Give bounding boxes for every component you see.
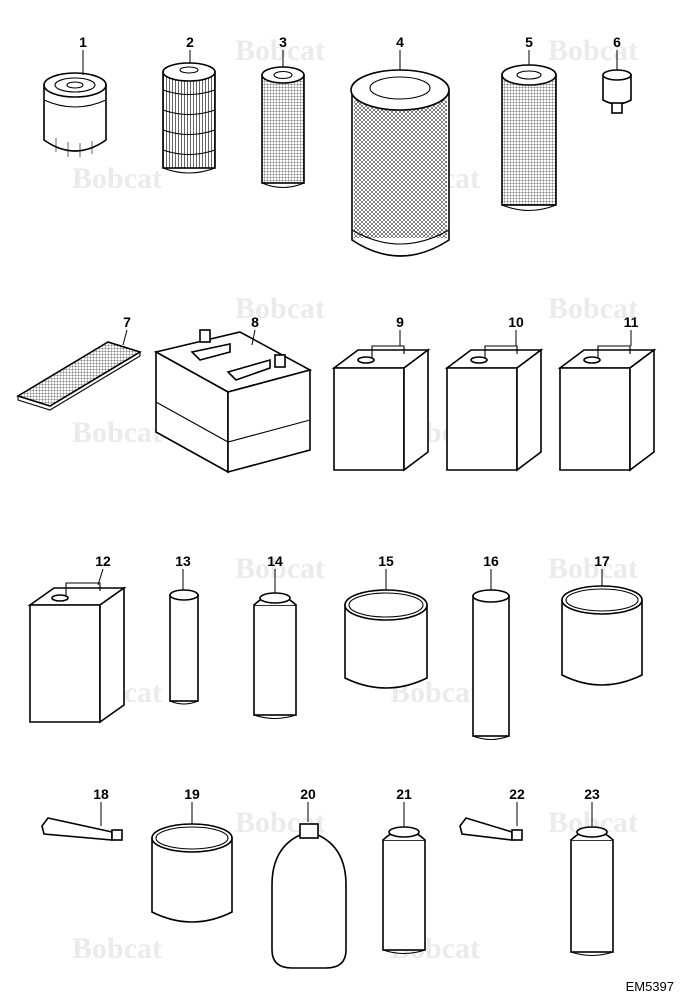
part-8-battery [153,329,313,474]
part-12-oil-can [27,582,127,724]
watermark-text: Bobcat [235,34,325,67]
part-16-grease-cartridge [472,589,510,741]
part-18-tube [41,817,123,841]
leader-lines [82,50,632,827]
callout-2: 2 [186,34,194,50]
callout-1: 1 [79,34,87,50]
part-1-oil-filter [43,72,107,157]
watermark-text: Bobcat [72,162,162,195]
part-11-oil-can [557,345,657,472]
callout-19: 19 [184,786,200,802]
part-6-inline-filter [602,69,632,114]
callout-16: 16 [483,553,499,569]
callout-9: 9 [396,314,404,330]
part-4-air-filter [350,69,450,257]
part-9-oil-can [331,345,431,472]
callout-17: 17 [594,553,610,569]
part-5-filter-element [501,64,557,212]
callout-numbers: 1 2 3 4 5 6 7 8 9 10 11 12 13 14 15 16 1… [79,34,639,802]
part-17-tin [561,585,643,686]
callout-21: 21 [396,786,412,802]
watermark-text: Bobcat [235,292,325,325]
callout-13: 13 [175,553,191,569]
watermark-text: Bobcat [72,416,162,449]
callout-10: 10 [508,314,524,330]
callout-23: 23 [584,786,600,802]
part-23-spray-can [570,826,614,957]
watermark-text: Bobcat [72,932,162,965]
drawing-reference: EM5397 [625,979,674,994]
callout-11: 11 [624,314,639,330]
watermark-text: Bobcat [548,552,638,585]
part-13-grease-cartridge [169,589,199,705]
watermark-text: Bobcat [548,34,638,67]
callout-14: 14 [267,553,283,569]
part-20-bottle [271,823,347,969]
part-2-cartridge-filter [162,62,216,174]
watermark-text: Bobcat [548,292,638,325]
part-19-tin [151,823,233,923]
part-14-spray-can [253,592,297,720]
part-15-tin [344,589,428,689]
part-7-cabin-filter [16,341,142,411]
callout-18: 18 [93,786,109,802]
callout-7: 7 [123,314,131,330]
callout-12: 12 [95,553,111,569]
callout-5: 5 [525,34,533,50]
watermark-text: Bobcat [235,552,325,585]
callout-8: 8 [251,314,259,330]
part-22-tube [459,817,523,841]
callout-4: 4 [396,34,404,50]
callout-15: 15 [378,553,394,569]
callout-20: 20 [300,786,316,802]
callout-6: 6 [613,34,621,50]
part-21-spray-can [382,826,426,955]
part-3-filter-element [261,66,305,189]
callout-3: 3 [279,34,287,50]
callout-22: 22 [509,786,525,802]
part-10-oil-can [444,345,544,472]
